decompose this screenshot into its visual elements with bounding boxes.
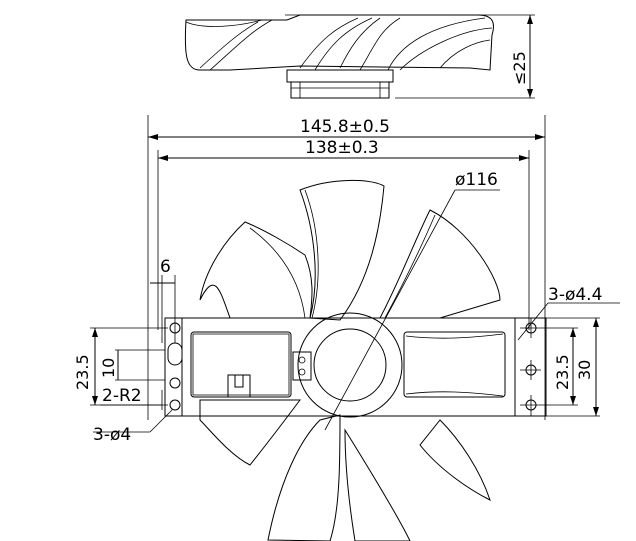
left-height-label: 23.5 [73,354,92,390]
slot-radius-label: 2-R2 [102,386,142,406]
left-mount-holes-label: 3-ø4 [93,425,131,445]
left-dimension-lines [90,275,176,433]
hole-spacing-label: 138±0.3 [305,138,379,158]
fan-diameter-label: ø116 [455,170,498,190]
right-outer-height-label: 30 [575,360,594,380]
right-inner-height-label: 23.5 [553,354,572,390]
side-view [184,14,535,99]
height-dimension-label: ≤25 [510,51,529,85]
slot-length-label: 10 [99,358,118,378]
fan-blades [199,179,501,541]
width-dimension-lines [147,115,546,420]
right-mount-holes-label: 3-ø4.4 [548,285,602,305]
slot-width-label: 6 [160,257,171,277]
right-dimension-lines [517,302,620,417]
overall-width-label: 145.8±0.5 [300,117,390,137]
fan-frame [164,189,547,431]
